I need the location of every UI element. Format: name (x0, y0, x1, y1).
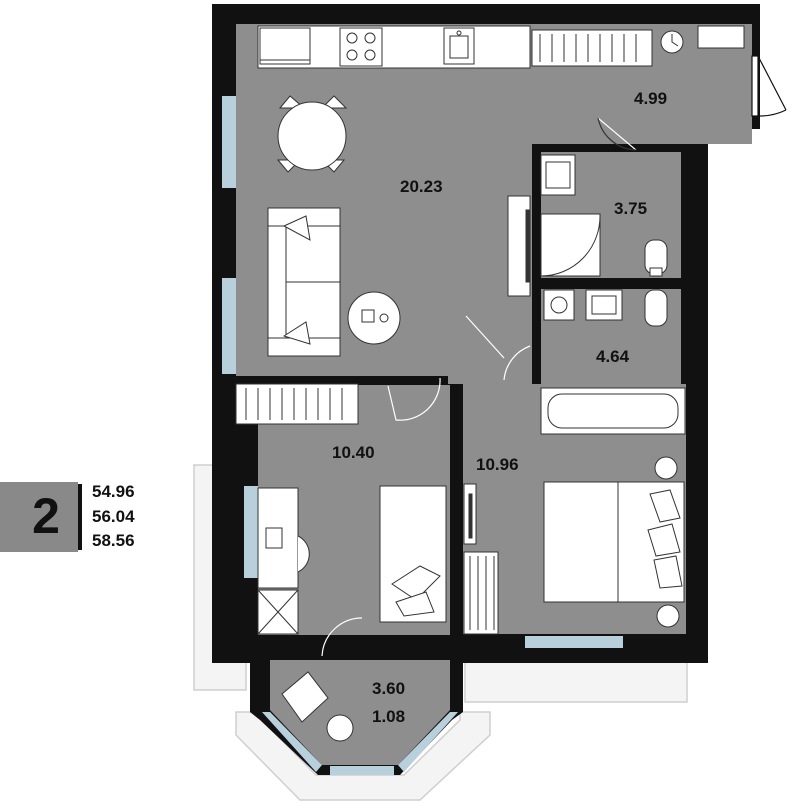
corridor-wardrobe (507, 195, 531, 297)
room-count-badge (0, 482, 78, 552)
boiler-icon (660, 30, 684, 54)
entrance-door (751, 55, 787, 117)
window (262, 712, 322, 772)
room-area-label: 3.60 (372, 679, 405, 698)
bathroom-1-fixtures (540, 154, 668, 277)
coffee-table (347, 291, 401, 345)
window (222, 278, 236, 374)
room-area-label: 10.40 (332, 443, 375, 462)
stove-icon (339, 27, 383, 67)
badge-divider (78, 484, 82, 550)
room-area-label: 4.64 (596, 347, 630, 366)
dining-table (276, 95, 348, 173)
room-count: 2 (32, 488, 60, 544)
hallway-shelf (697, 25, 745, 49)
interior-doors (321, 117, 637, 657)
room-area-label: 10.96 (476, 455, 519, 474)
bathroom-2-fixtures (540, 289, 686, 435)
room-area-label: 3.75 (614, 199, 647, 218)
room-reduced-area-label: 1.08 (372, 707, 405, 726)
total-area-2: 56.04 (92, 506, 135, 526)
kitchen-sink-icon (443, 27, 475, 65)
total-area-3: 58.56 (92, 531, 135, 550)
room-area-label: 4.99 (634, 89, 667, 108)
area-summary: 54.96 56.04 58.56 (92, 480, 135, 554)
window (244, 486, 258, 578)
loggia-furniture (281, 671, 354, 742)
total-area-1: 54.96 (92, 482, 135, 501)
hallway-wardrobe (531, 29, 653, 67)
bedroom-2-furniture (463, 456, 685, 635)
window (525, 636, 623, 648)
room-area-label: 20.23 (400, 177, 443, 196)
window (330, 766, 394, 775)
sofa (267, 207, 341, 357)
balcony-outline-bottom (464, 656, 688, 703)
window (398, 712, 458, 772)
window (222, 96, 236, 188)
bedroom-1-furniture (235, 383, 447, 635)
fridge (259, 27, 311, 65)
